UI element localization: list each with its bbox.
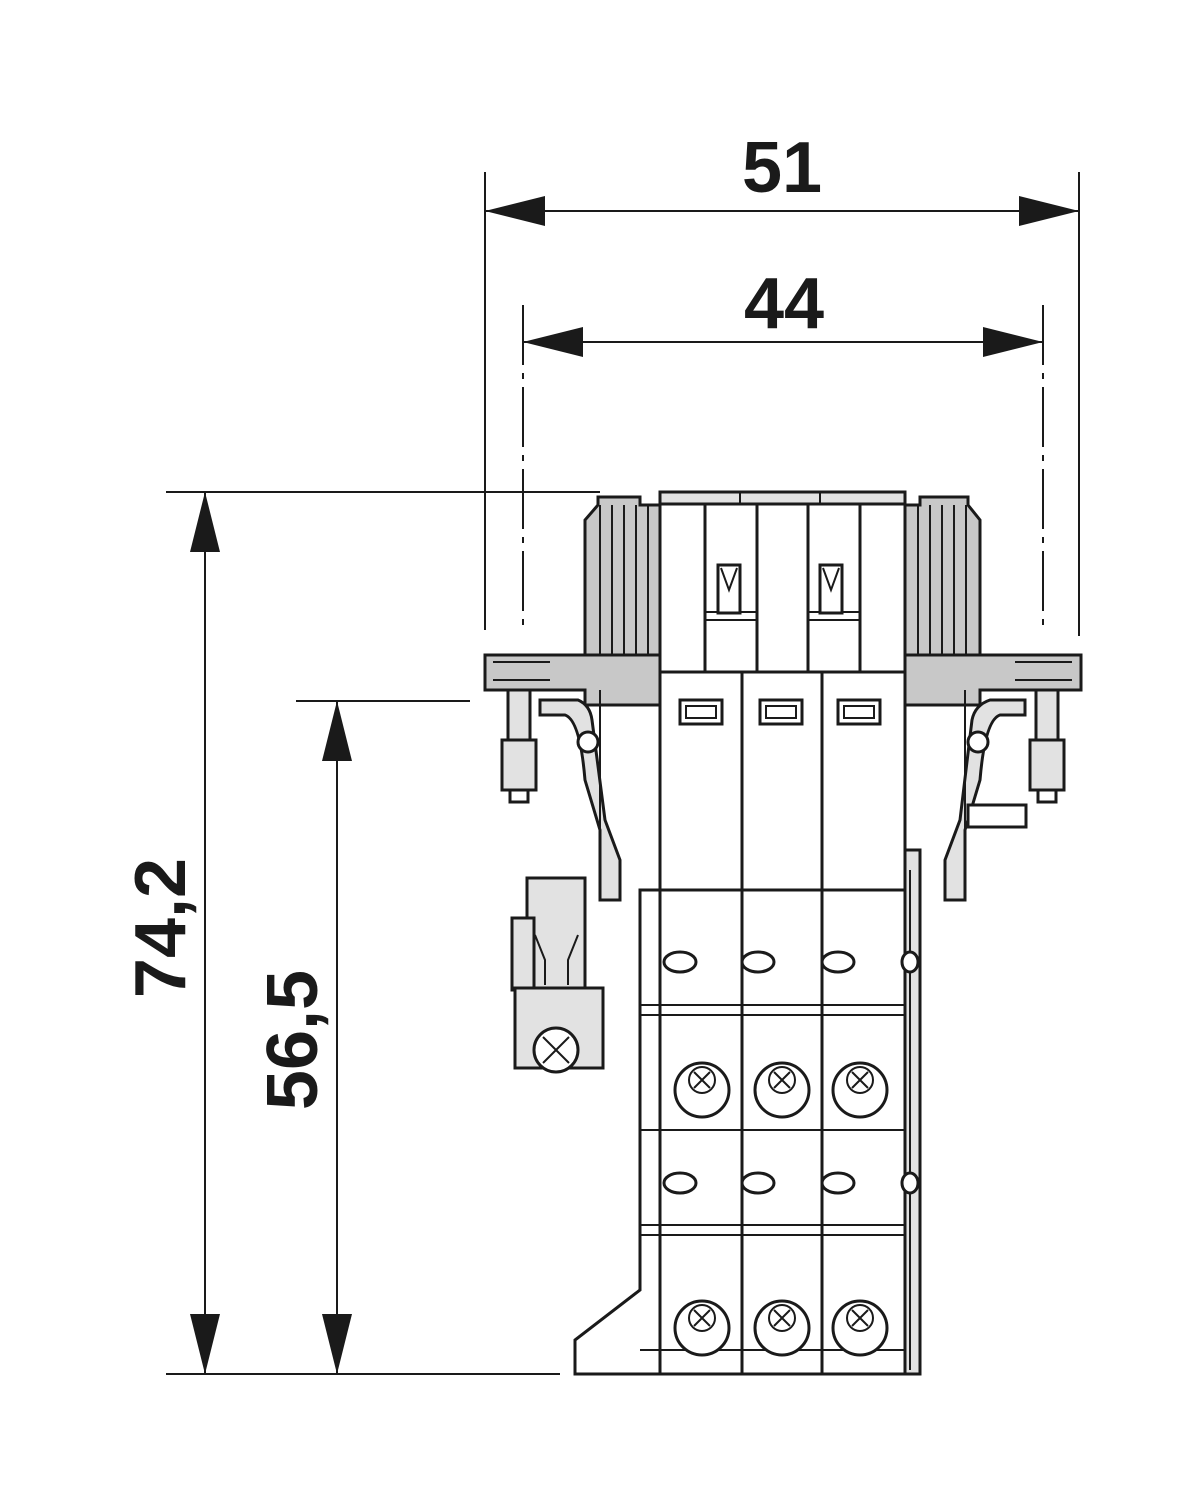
dimension-label-74-2: 74,2 bbox=[121, 858, 201, 998]
clamp-screw-icon bbox=[831, 1061, 889, 1119]
clamp-screw-icon bbox=[753, 1299, 811, 1357]
wire-entry-hole bbox=[740, 1171, 776, 1195]
dimension-label-51: 51 bbox=[742, 128, 822, 208]
wire-entry-hole bbox=[662, 950, 698, 974]
mounting-flange bbox=[483, 653, 1083, 707]
dimension-width-51: 51 bbox=[484, 128, 1080, 636]
upper-housing bbox=[583, 495, 982, 674]
arrowhead-right bbox=[1019, 196, 1079, 226]
contact-latch-2 bbox=[818, 563, 844, 615]
wire-entries-upper bbox=[662, 950, 920, 974]
arrowhead-left bbox=[485, 196, 545, 226]
pe-terminal bbox=[510, 876, 605, 1074]
contact-latch-1 bbox=[716, 563, 742, 615]
clamp-screw-icon bbox=[673, 1299, 731, 1357]
wire-entry-hole bbox=[820, 950, 856, 974]
clamp-screw-icon bbox=[831, 1299, 889, 1357]
clamp-screws-lower bbox=[673, 1299, 889, 1357]
wire-entry-hole bbox=[740, 950, 776, 974]
wire-entry-hole bbox=[820, 1171, 856, 1195]
arrowhead-bottom bbox=[190, 1314, 220, 1374]
top-cap-rim bbox=[658, 490, 907, 506]
dimension-label-56-5: 56,5 bbox=[253, 970, 333, 1110]
wire-entries-lower bbox=[662, 1171, 920, 1195]
housing-ribs-left bbox=[599, 505, 649, 655]
dimension-height-56-5: 56,5 bbox=[253, 700, 470, 1374]
mounting-screw-left bbox=[500, 688, 538, 804]
mounting-screw-right bbox=[1028, 688, 1066, 804]
arrowhead-bottom bbox=[322, 1314, 352, 1374]
terminal-block bbox=[573, 848, 922, 1376]
mid-body bbox=[599, 670, 966, 900]
locking-lever-left bbox=[538, 698, 622, 902]
arrowhead-right bbox=[983, 327, 1043, 357]
arrowhead-top bbox=[322, 701, 352, 761]
clamp-screw-icon bbox=[753, 1061, 811, 1119]
dimension-height-74-2: 74,2 bbox=[121, 491, 600, 1375]
wire-entry-hole bbox=[662, 1171, 698, 1195]
arrowhead-top bbox=[190, 492, 220, 552]
clamp-screw-icon bbox=[673, 1061, 731, 1119]
connector-insert bbox=[483, 490, 1083, 1376]
housing-ribs-right bbox=[917, 505, 967, 655]
dimension-label-44: 44 bbox=[744, 264, 824, 344]
locking-lever-right bbox=[943, 698, 1028, 902]
dimension-width-44: 44 bbox=[522, 264, 1044, 630]
arrowhead-left bbox=[523, 327, 583, 357]
clamp-screws-upper bbox=[673, 1061, 889, 1119]
